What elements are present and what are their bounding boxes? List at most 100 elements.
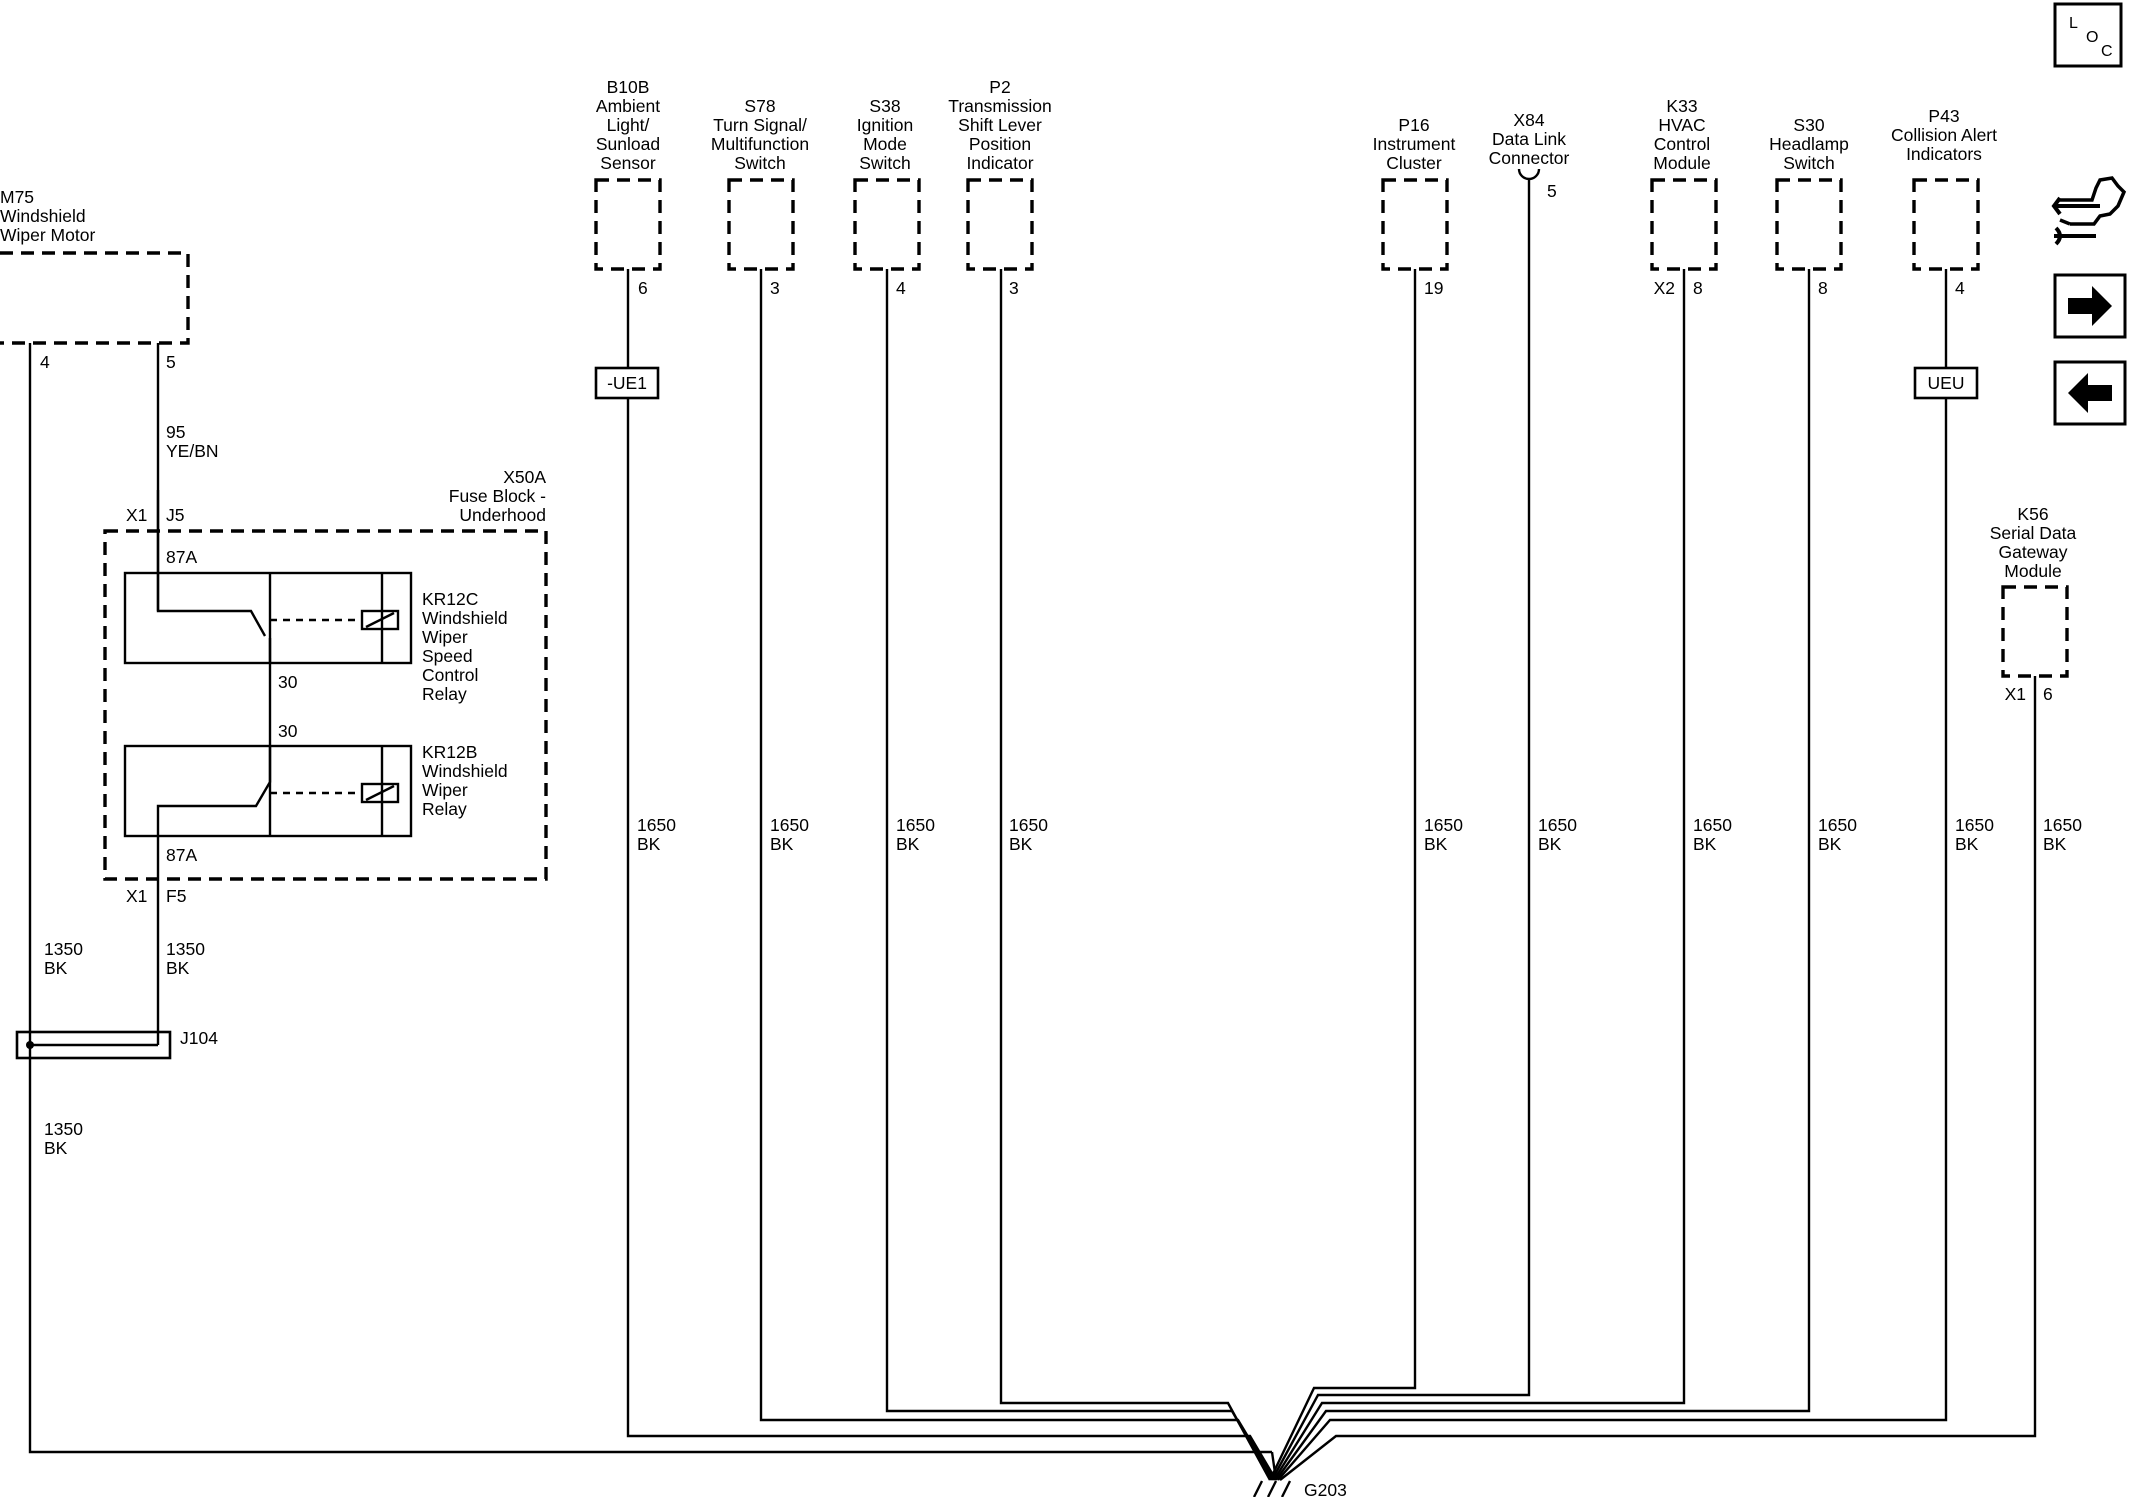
loc-button[interactable]: L O C	[2053, 2, 2123, 68]
circuit-1350-c-color: BK	[44, 1138, 68, 1158]
s78-pin: 3	[770, 278, 780, 298]
p43-dashed-box	[1912, 178, 1980, 271]
ground-wire-bundle	[626, 179, 2037, 1481]
kr12b-name-3: Relay	[422, 799, 467, 819]
p43-pin: 4	[1955, 278, 1965, 298]
s38-name-1: Ignition	[857, 115, 913, 135]
s78-circuit-number: 1650	[770, 815, 809, 835]
x50a-id: X50A	[503, 467, 546, 487]
x50a-name-line1: Fuse Block -	[449, 486, 546, 506]
k56-name-2: Gateway	[1998, 542, 2067, 562]
k56-name-3: Module	[2004, 561, 2061, 581]
kr12c-name-3: Speed	[422, 646, 473, 666]
s38-dashed-box	[853, 178, 921, 271]
b10b-option-box	[594, 366, 660, 400]
b10b-id: B10B	[607, 77, 650, 97]
x84-connector-symbol	[1517, 168, 1541, 181]
x84-pin: 5	[1547, 181, 1557, 201]
s38-id: S38	[869, 96, 900, 116]
m75-ground-wire-end	[1270, 1451, 1278, 1481]
k33-component: K33 HVAC Control Module X2 8 1650 BK	[1650, 96, 1732, 854]
circuit-1350-b-color: BK	[166, 958, 190, 978]
s78-name-2: Multifunction	[711, 134, 809, 154]
k56-id: K56	[2017, 504, 2048, 524]
p16-id: P16	[1398, 115, 1429, 135]
p2-dashed-box	[966, 178, 1034, 271]
kr12b-id: KR12B	[422, 742, 477, 762]
k56-pin: 6	[2043, 684, 2053, 704]
kr12b-name-2: Wiper	[422, 780, 468, 800]
b10b-circuit-number: 1650	[637, 815, 676, 835]
kr12c-name-1: Windshield	[422, 608, 508, 628]
s30-id: S30	[1793, 115, 1824, 135]
x84-component: X84 Data Link Connector 5 1650 BK	[1489, 110, 1578, 854]
p2-name-3: Position	[969, 134, 1031, 154]
k33-pin: 8	[1693, 278, 1703, 298]
g203-label: G203	[1304, 1480, 1347, 1497]
x50a-fuse-block: X50A Fuse Block - Underhood X1 J5 X1 F5	[103, 467, 548, 906]
circuit-1350-b-number: 1350	[166, 939, 205, 959]
kr12c-relay: 87A KR12C Windshield Wiper Speed Control…	[123, 490, 508, 745]
p16-name-2: Cluster	[1386, 153, 1442, 173]
k33-name-3: Module	[1653, 153, 1710, 173]
k33-name-2: Control	[1654, 134, 1710, 154]
k56-connector: X1	[2005, 684, 2026, 704]
p16-component: P16 Instrument Cluster 19 1650 BK	[1373, 115, 1464, 854]
s30-circuit-color: BK	[1818, 834, 1842, 854]
x50a-dashed-box	[103, 529, 548, 881]
b10b-dashed-box	[594, 178, 662, 271]
s78-dashed-box	[727, 178, 795, 271]
loc-letter-c: C	[2101, 43, 2113, 60]
b10b-name-1: Ambient	[596, 96, 660, 116]
kr12c-relay-box	[123, 571, 413, 665]
p16-ground-wire	[1268, 269, 1417, 1481]
s78-id: S78	[744, 96, 775, 116]
p2-name-4: Indicator	[966, 153, 1033, 173]
b10b-component: B10B Ambient Light/ Sunload Sensor 6 -UE…	[594, 77, 676, 854]
k33-connector: X2	[1654, 278, 1675, 298]
s78-ground-wire	[759, 269, 1276, 1481]
x50a-top-pin: J5	[166, 505, 184, 525]
x84-circuit-number: 1650	[1538, 815, 1577, 835]
p43-name-1: Collision Alert	[1891, 125, 1997, 145]
p43-option-box	[1913, 366, 1979, 400]
circuit-1350-c-number: 1350	[44, 1119, 83, 1139]
p2-name-2: Shift Lever	[958, 115, 1042, 135]
k56-component: K56 Serial Data Gateway Module X1 6 1650…	[1990, 504, 2082, 854]
kr12c-terminal-30: 30	[278, 672, 298, 692]
kr12b-relay: 30 KR12B Windshield Wiper Relay 87A	[123, 721, 508, 870]
s38-pin: 4	[896, 278, 906, 298]
m75-dashed-box	[0, 251, 190, 345]
s38-component: S38 Ignition Mode Switch 4 1650 BK	[853, 96, 935, 854]
s30-dashed-box	[1775, 178, 1843, 271]
b10b-option-code: -UE1	[607, 373, 647, 393]
previous-page-button[interactable]	[2053, 360, 2127, 426]
kr12b-terminal-87a: 87A	[166, 845, 197, 865]
p2-pin: 3	[1009, 278, 1019, 298]
s30-circuit-number: 1650	[1818, 815, 1857, 835]
p2-name-1: Transmission	[948, 96, 1051, 116]
s30-pin: 8	[1818, 278, 1828, 298]
x84-name-2: Connector	[1489, 148, 1570, 168]
kr12c-terminal-87a: 87A	[166, 547, 197, 567]
kr12b-terminal-30: 30	[278, 721, 298, 741]
k56-circuit-number: 1650	[2043, 815, 2082, 835]
arrow-left-icon	[2068, 373, 2112, 413]
p43-name-2: Indicators	[1906, 144, 1982, 164]
next-page-button[interactable]	[2053, 273, 2127, 339]
m75-id: M75	[0, 187, 34, 207]
arrow-right-icon	[2068, 286, 2112, 326]
x84-circuit-color: BK	[1538, 834, 1562, 854]
s38-name-3: Switch	[859, 153, 911, 173]
x84-name-1: Data Link	[1492, 129, 1566, 149]
connector-view-icon[interactable]	[2051, 176, 2127, 246]
b10b-ground-wire	[626, 269, 1278, 1481]
p16-dashed-box	[1381, 178, 1449, 271]
k56-circuit-color: BK	[2043, 834, 2067, 854]
m75-pin-5: 5	[166, 352, 176, 372]
x84-id: X84	[1513, 110, 1544, 130]
p2-circuit-number: 1650	[1009, 815, 1048, 835]
x50a-bottom-connector: X1	[126, 886, 147, 906]
x84-ground-wire	[1270, 179, 1531, 1481]
